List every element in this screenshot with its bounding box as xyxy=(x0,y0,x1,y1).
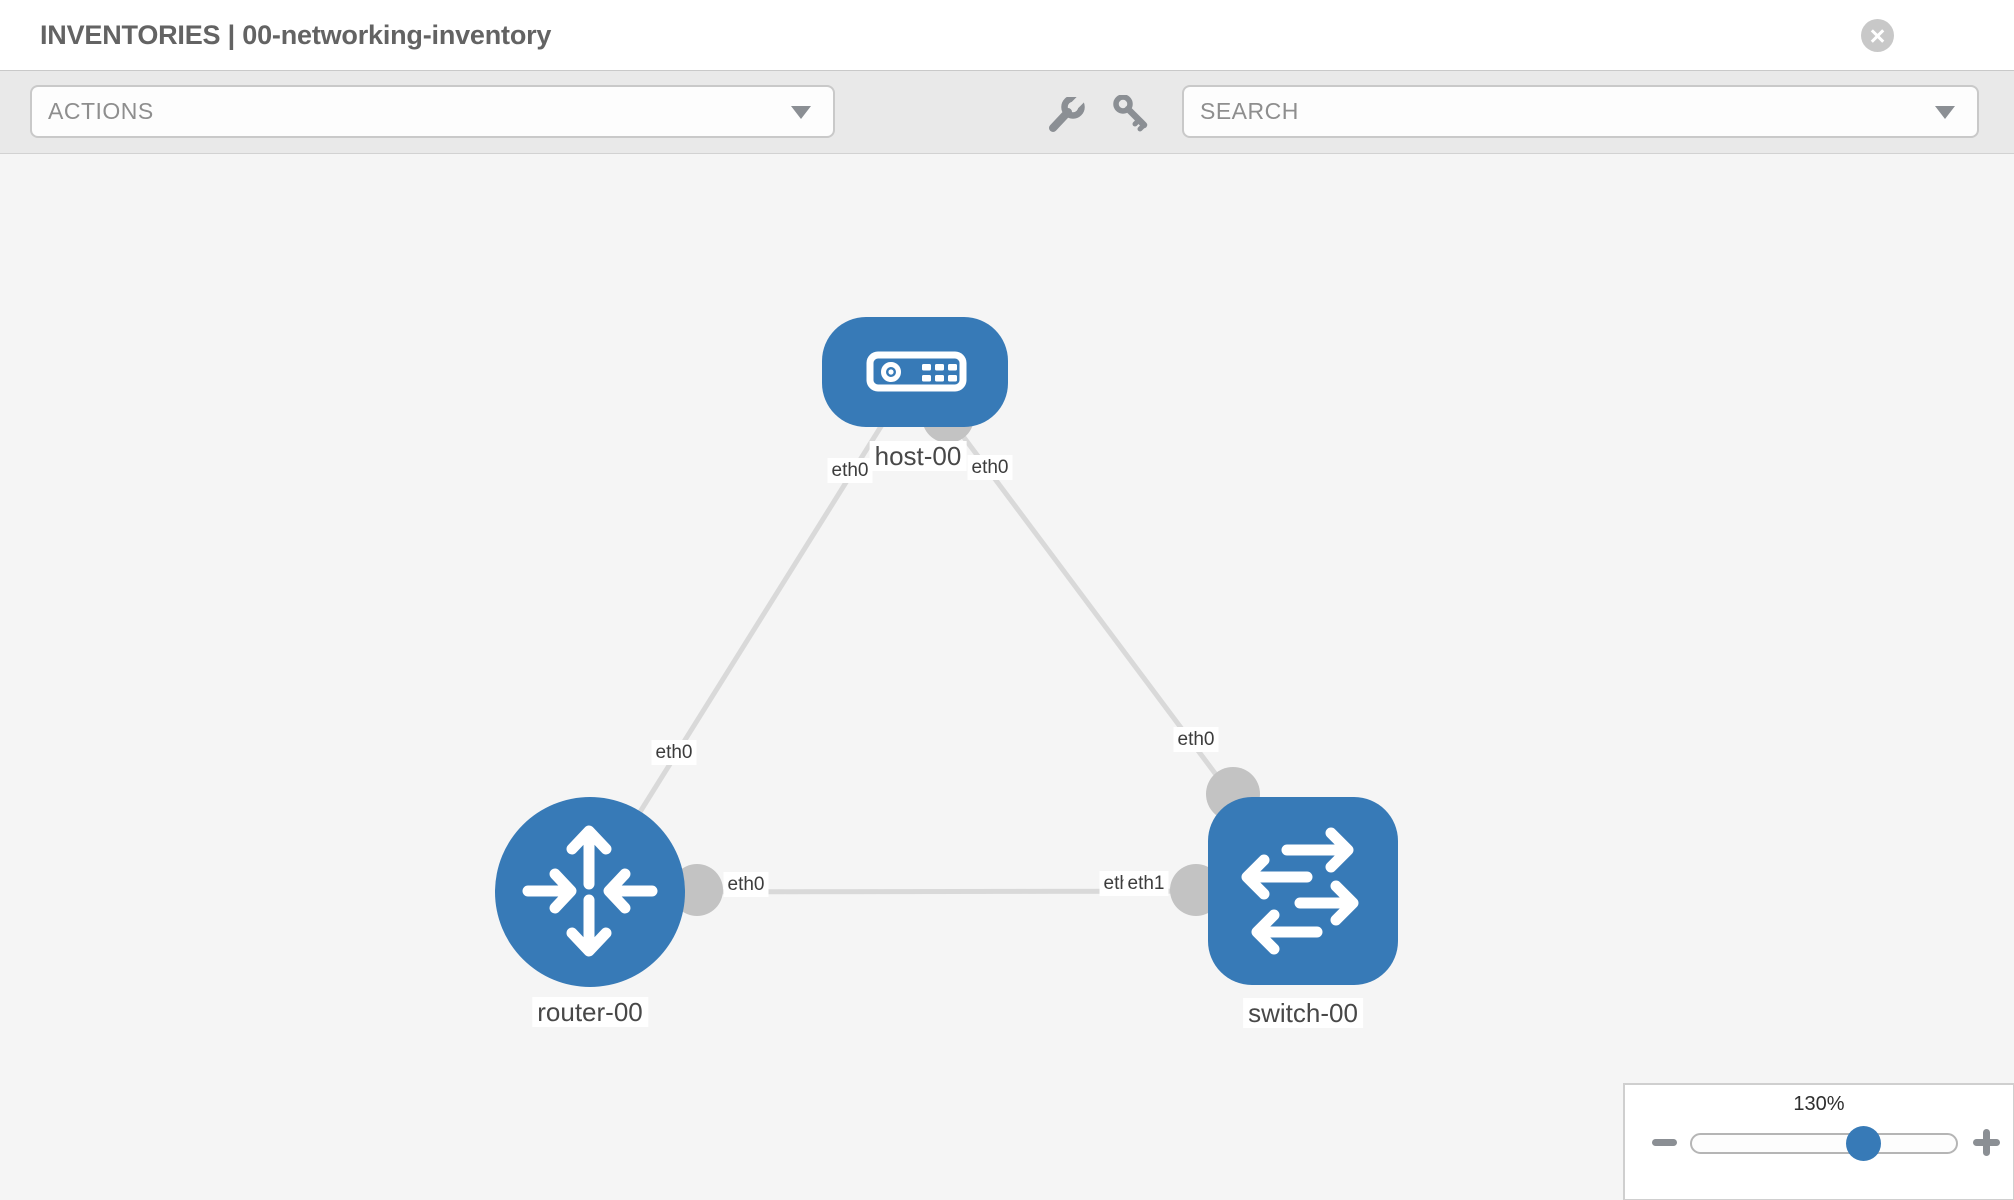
header: INVENTORIES | 00-networking-inventory × xyxy=(0,0,2014,71)
node-label-switch: switch-00 xyxy=(1243,998,1363,1028)
zoom-out-button[interactable] xyxy=(1652,1139,1677,1146)
page-title: INVENTORIES | 00-networking-inventory xyxy=(40,19,552,50)
zoom-slider-thumb[interactable] xyxy=(1846,1126,1881,1161)
search-dropdown[interactable]: SEARCH xyxy=(1182,85,1979,138)
wrench-icon[interactable] xyxy=(1047,97,1087,137)
chevron-down-icon xyxy=(1935,105,1955,119)
node-host[interactable] xyxy=(822,317,1008,427)
switch-icon xyxy=(1241,827,1359,955)
plus-icon xyxy=(1983,1129,1990,1156)
node-label-router: router-00 xyxy=(532,997,648,1027)
close-icon: × xyxy=(1869,20,1886,51)
node-router[interactable] xyxy=(495,797,685,987)
toolbar: ACTIONS SEARCH xyxy=(0,71,2014,154)
iface-label: eth0 xyxy=(827,458,873,483)
actions-dropdown-label: ACTIONS xyxy=(48,98,154,124)
close-button[interactable]: × xyxy=(1861,19,1894,52)
host-icon xyxy=(866,351,967,392)
zoom-slider[interactable] xyxy=(1690,1126,1958,1161)
key-icon[interactable] xyxy=(1113,95,1153,135)
node-label-host: host-00 xyxy=(869,441,967,471)
iface-label: eth1 xyxy=(1123,871,1169,896)
node-switch[interactable] xyxy=(1208,797,1398,985)
zoom-level: 130% xyxy=(1793,1093,1845,1115)
zoom-panel: 130% xyxy=(1623,1083,2014,1200)
search-dropdown-label: SEARCH xyxy=(1200,98,1299,124)
iface-label: eth0 xyxy=(967,455,1013,480)
iface-label: eth0 xyxy=(651,740,697,765)
iface-label: eth0 xyxy=(1173,727,1219,752)
iface-label: eth0 xyxy=(723,872,769,897)
actions-dropdown[interactable]: ACTIONS xyxy=(30,85,835,138)
chevron-down-icon xyxy=(791,105,811,119)
zoom-in-button[interactable] xyxy=(1973,1129,2000,1156)
router-icon xyxy=(522,825,658,957)
